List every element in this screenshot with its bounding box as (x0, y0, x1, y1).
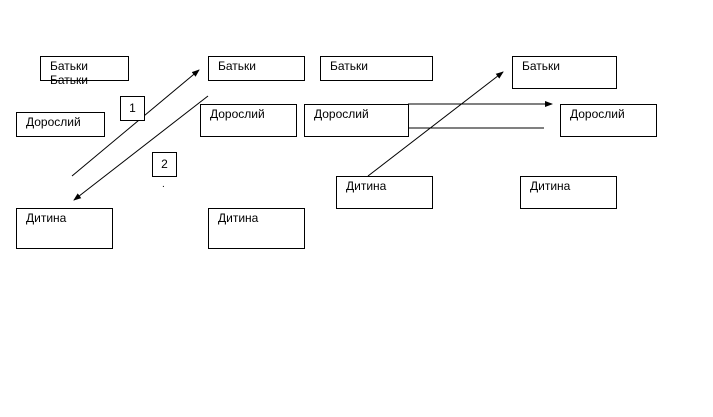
arrow-2 (73, 95, 209, 201)
node-child-1: Дитина (16, 208, 113, 249)
step-label-2: 2 (152, 152, 177, 177)
node-adult-2: Дорослий (200, 104, 297, 137)
step-label-1: 1 (120, 96, 145, 121)
node-parent-4: Батьки (512, 56, 617, 89)
node-child-4: Дитина (520, 176, 617, 209)
arrow-1 (71, 69, 200, 177)
arrow-3 (367, 71, 504, 177)
stray-dot: . (162, 179, 165, 190)
node-adult-1: Дорослий (16, 112, 105, 137)
node-child-3: Дитина (336, 176, 433, 209)
node-adult-3: Дорослий (304, 104, 409, 137)
node-child-2: Дитина (208, 208, 305, 249)
node-parent-1: Батьки Батьки (40, 56, 129, 87)
node-adult-4: Дорослий (560, 104, 657, 137)
node-parent-3: Батьки (320, 56, 433, 81)
node-parent-2: Батьки (208, 56, 305, 81)
